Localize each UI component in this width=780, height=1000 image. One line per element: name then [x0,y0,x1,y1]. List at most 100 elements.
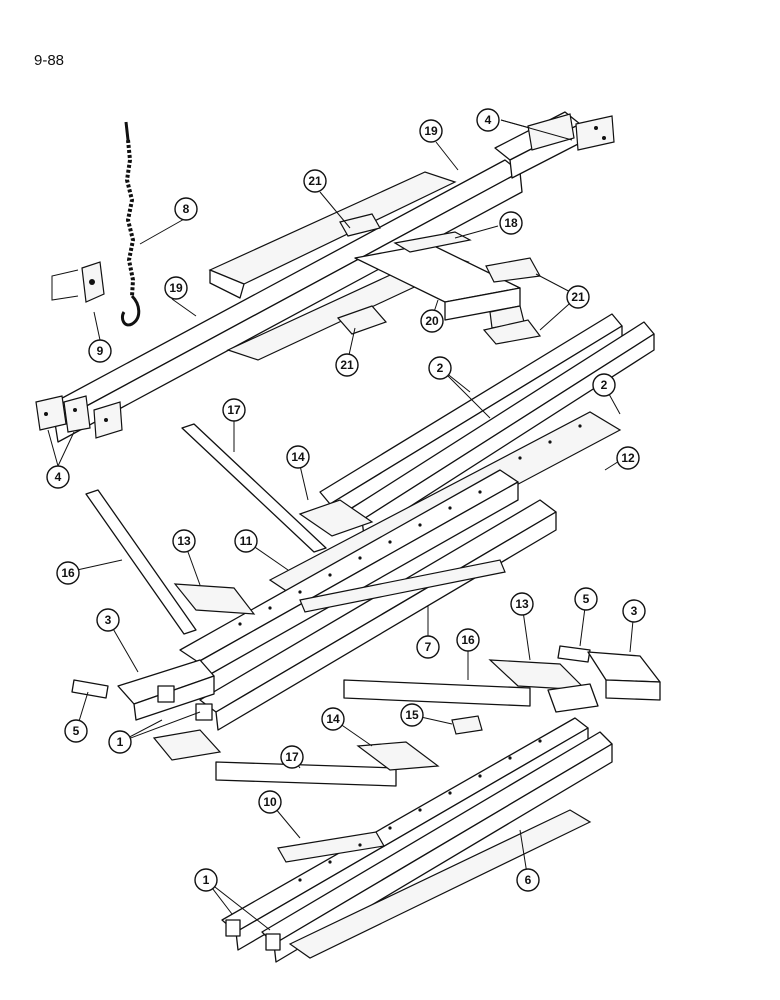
callout-17-top: 17 [222,398,246,422]
bracket-3-right-side [605,679,661,701]
svg-text:14: 14 [326,712,340,726]
svg-text:1: 1 [117,735,124,749]
callout-1-middle: 1 [108,730,132,754]
svg-text:20: 20 [425,314,439,328]
plate-6 [288,809,592,959]
pin-5-right [557,645,591,663]
middle-frame-assembly [71,313,655,761]
end-plate-4-right-a [527,113,575,151]
upper-plate-lip [209,269,245,299]
svg-text:4: 4 [485,113,492,127]
bracket-14-top [298,499,374,537]
callout-19-left: 19 [164,276,188,300]
bracket-14-lower [356,741,440,771]
svg-text:5: 5 [583,592,590,606]
callout-13-left: 13 [172,529,196,553]
svg-text:14: 14 [291,450,305,464]
base-bracket [152,729,222,761]
tube-1-lower-b [261,731,613,945]
bracket-21-e [336,305,388,335]
svg-text:7: 7 [425,640,432,654]
hole [44,412,48,416]
callout-2-a: 2 [428,356,452,380]
callout-7: 7 [416,635,440,659]
end-plate-4-left-b [63,395,91,433]
callout-20: 20 [420,309,444,333]
svg-text:6: 6 [525,873,532,887]
hole [104,418,108,422]
callout-14-top: 14 [286,445,310,469]
strut-17-lower [215,761,397,787]
bracket-13-top [173,583,256,615]
lower-rail-holes [298,739,542,882]
callout-15: 15 [400,703,424,727]
chain [124,139,136,297]
callout-1-lower: 1 [194,868,218,892]
tube-1-lower-b-side [273,743,613,963]
strut-16-top [85,489,197,635]
hole [89,279,95,285]
svg-text:1: 1 [203,873,210,887]
clevis-9 [51,261,105,303]
svg-text:13: 13 [177,534,191,548]
tube-1-lower-end-a [225,919,241,937]
lower-frame-assembly [215,715,613,963]
callout-3-right: 3 [622,599,646,623]
callout-14-lower: 14 [321,707,345,731]
callout-6: 6 [516,868,540,892]
callout-21-right: 21 [566,285,590,309]
bracket-13-right [488,659,588,691]
svg-text:4: 4 [55,470,62,484]
svg-text:3: 3 [105,613,112,627]
plate-18 [393,231,472,253]
svg-text:8: 8 [183,202,190,216]
callout-4-left: 4 [46,465,70,489]
u-bolt-icon [51,269,79,301]
hole [594,126,598,130]
plate-10 [277,831,385,863]
callout-16-right: 16 [456,628,480,652]
callout-11: 11 [234,529,258,553]
end-plate-4-left-a [35,395,67,431]
svg-text:21: 21 [571,290,585,304]
callout-8: 8 [174,197,198,221]
callout-10: 10 [258,790,282,814]
pin-5-left [71,679,109,699]
svg-text:9: 9 [97,344,104,358]
svg-text:17: 17 [285,750,299,764]
svg-text:11: 11 [240,534,253,548]
hole [602,136,606,140]
callout-21-top: 21 [303,169,327,193]
svg-text:17: 17 [227,403,241,417]
leader-lines [47,119,635,931]
svg-text:21: 21 [340,358,354,372]
svg-text:21: 21 [308,174,322,188]
tube-1-end-a [195,703,213,721]
svg-text:16: 16 [461,633,475,647]
tube-1-end-b [157,685,175,703]
end-plate-4-right-b [575,115,615,151]
bracket-21-b [485,257,541,283]
callout-13-right: 13 [510,592,534,616]
right-middle-parts [343,645,661,713]
callout-16-left: 16 [56,561,80,585]
rail-holes [238,424,582,626]
chain-top-link [124,121,130,141]
callout-9: 9 [88,339,112,363]
strut-16-right [343,679,531,707]
svg-text:5: 5 [73,724,80,738]
upper-frame-assembly [35,111,615,443]
callout-5-right: 5 [574,587,598,611]
tube-1-lower-end-b [265,933,281,951]
bracket-21-d [482,319,542,345]
svg-text:2: 2 [437,361,444,375]
callout-2-b: 2 [592,373,616,397]
svg-text:15: 15 [405,708,419,722]
plate-7 [299,559,506,613]
svg-text:10: 10 [263,795,277,809]
svg-text:18: 18 [504,216,518,230]
strut-17-top [181,423,327,553]
svg-text:2: 2 [601,378,608,392]
callout-17-lower: 17 [280,745,304,769]
